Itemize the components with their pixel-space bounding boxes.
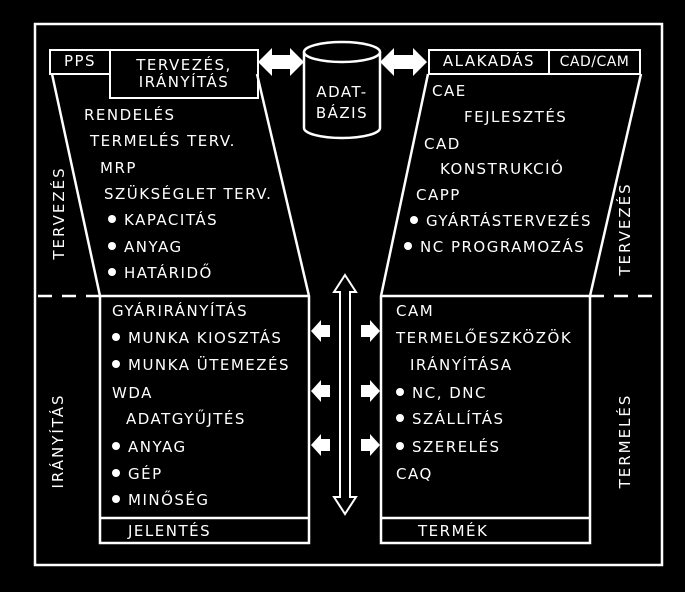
- side-label-left-top: TERVEZÉS: [50, 166, 68, 260]
- bullet-icon: [396, 414, 404, 422]
- adatgyujtes-text: ADATGYŰJTÉS: [126, 410, 246, 428]
- minoseg-text: MINŐSÉG: [128, 491, 210, 509]
- nc-dnc-text: NC, DNC: [412, 384, 487, 402]
- bullet-icon: [108, 242, 116, 250]
- szereles-text: SZERELÉS: [412, 438, 501, 456]
- arrow-h2-left: [311, 380, 330, 402]
- nc-programozas-text: NC PROGRAMOZÁS: [420, 238, 586, 256]
- side-label-right-bottom: TERMELÉS: [616, 393, 634, 489]
- bullet-icon: [112, 360, 120, 368]
- alakadas-label: ALAKADÁS: [442, 52, 536, 71]
- database-line-1: ADAT-: [316, 83, 368, 101]
- outer-frame: [33, 22, 664, 567]
- tervezes-line: TERVEZÉS,: [136, 55, 232, 74]
- arrow-h1-left: [311, 320, 330, 342]
- termek-text: TERMÉK: [418, 522, 489, 540]
- vertical-double-arrow: [332, 273, 358, 516]
- bullet-icon: [112, 442, 120, 450]
- anyag-text-upper: ANYAG: [124, 238, 183, 256]
- iranyitas-line: IRÁNYÍTÁS: [138, 73, 230, 91]
- bullet-icon: [112, 495, 120, 503]
- bullet-icon: [108, 215, 116, 223]
- cadcam-box: [548, 49, 641, 75]
- gep-text: GÉP: [128, 465, 163, 483]
- side-label-right-top: TERVEZÉS: [616, 182, 634, 276]
- rendeles-text: RENDELÉS: [84, 106, 176, 124]
- szereles-item: SZERELÉS: [396, 440, 501, 455]
- arrow-left-db: [258, 48, 304, 76]
- gyartastervezes-item: GYÁRTÁSTERVEZÉS: [410, 214, 592, 229]
- wda-text: WDA: [112, 384, 153, 402]
- nc-dnc-item: NC, DNC: [396, 386, 487, 401]
- nc-programozas-item: NC PROGRAMOZÁS: [404, 240, 585, 255]
- cae-text: CAE: [432, 82, 467, 100]
- side-label-left-bottom: IRÁNYÍTÁS: [49, 393, 67, 489]
- tervezes-iranyitas-label: TERVEZÉS, IRÁNYÍTÁS: [109, 49, 259, 99]
- anyag-text-lower: ANYAG: [128, 438, 187, 456]
- bullet-icon: [396, 388, 404, 396]
- bullet-icon: [112, 469, 120, 477]
- pps-label: PPS: [63, 52, 97, 71]
- fejlesztes-text: FEJLESZTÉS: [464, 108, 568, 126]
- kapacitas-text: KAPACITÁS: [124, 211, 219, 229]
- cad-text: CAD: [424, 135, 461, 153]
- termeloeszkozok-text: TERMELŐESZKÖZÖK: [396, 329, 573, 347]
- right-funnel-outline: [379, 73, 643, 545]
- bullet-icon: [108, 268, 116, 276]
- munka-kiosztas-item: MUNKA KIOSZTÁS: [112, 331, 282, 346]
- hatarido-text: HATÁRIDŐ: [124, 264, 213, 282]
- anyag-item-lower: ANYAG: [112, 440, 187, 455]
- cam-text: CAM: [396, 302, 435, 320]
- arrow-db-right: [380, 48, 427, 76]
- bullet-icon: [112, 333, 120, 341]
- gyartastervezes-text: GYÁRTÁSTERVEZÉS: [426, 212, 593, 230]
- bullet-icon: [410, 216, 418, 224]
- hatarido-item: HATÁRIDŐ: [108, 266, 213, 281]
- szallitas-text: SZÁLLÍTÁS: [412, 410, 505, 428]
- munka-kiosztas-text: MUNKA KIOSZTÁS: [128, 329, 283, 347]
- database-cylinder: [302, 40, 382, 140]
- left-funnel-outline: [50, 73, 311, 545]
- mrp-text: MRP: [100, 159, 137, 177]
- termeles-terv-text: TERMELÉS TERV.: [90, 132, 236, 150]
- arrow-h3-right: [361, 434, 380, 456]
- database-line-2: BÁZIS: [315, 104, 369, 122]
- arrow-h1-right: [361, 320, 380, 342]
- munka-utemezes-item: MUNKA ÜTEMEZÉS: [112, 358, 290, 373]
- cadcam-label: CAD/CAM: [559, 53, 630, 70]
- tervezes-iranyitas-box: [109, 49, 259, 99]
- iranyitasa-text: IRÁNYÍTÁSA: [410, 356, 513, 374]
- kapacitas-item: KAPACITÁS: [108, 213, 218, 228]
- jelentes-text: JELENTÉS: [128, 522, 212, 540]
- anyag-item-upper: ANYAG: [108, 240, 183, 255]
- bullet-icon: [396, 442, 404, 450]
- capp-text: CAPP: [416, 186, 461, 204]
- arrow-h3-left: [311, 434, 330, 456]
- bullet-icon: [404, 242, 412, 250]
- gep-item: GÉP: [112, 467, 163, 482]
- szallitas-item: SZÁLLÍTÁS: [396, 412, 504, 427]
- database-label: ADAT- BÁZIS: [304, 78, 380, 128]
- arrow-h2-right: [361, 380, 380, 402]
- minoseg-item: MINŐSÉG: [112, 493, 210, 508]
- gyariranyitas-text: GYÁRIRÁNYÍTÁS: [112, 302, 249, 320]
- caq-text: CAQ: [396, 465, 433, 483]
- munka-utemezes-text: MUNKA ÜTEMEZÉS: [128, 356, 291, 374]
- konstrukcio-text: KONSTRUKCIÓ: [440, 160, 565, 178]
- szukseglet-text: SZÜKSÉGLET TERV.: [104, 185, 273, 203]
